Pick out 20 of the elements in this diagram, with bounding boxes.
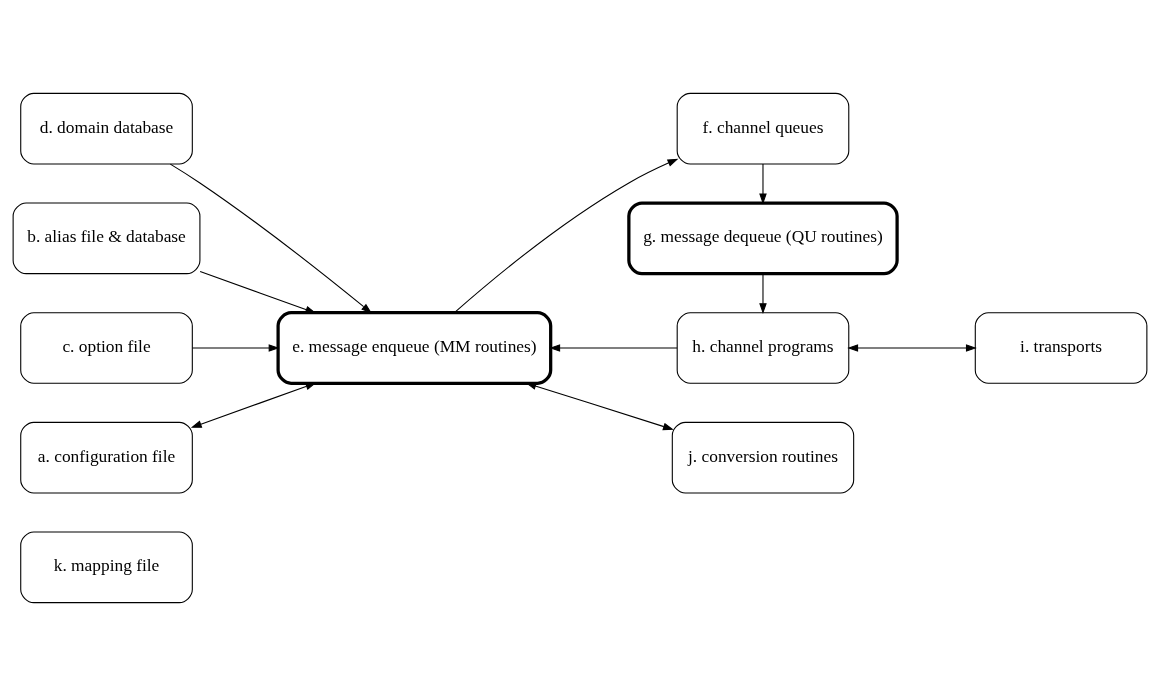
arrow (191, 343, 280, 352)
arrow (847, 343, 977, 352)
arrow (549, 343, 678, 352)
node-box: b. alias file & database (12, 202, 201, 274)
node-box: j. conversion routines (671, 421, 855, 493)
node-box: a. configuration file (20, 421, 193, 493)
arrow (169, 163, 373, 314)
arrow (190, 382, 317, 428)
node-box: i. transports (974, 311, 1148, 384)
node-box: c. option file (20, 311, 193, 384)
node-box: g. message dequeue (QU routines) (627, 200, 899, 275)
node-box: d. domain database (20, 92, 193, 164)
node-box: e. message enqueue (MM routines) (276, 310, 553, 385)
arrow (759, 162, 767, 204)
node-box: k. mapping file (20, 531, 193, 603)
arrow (453, 158, 679, 313)
arrow (199, 270, 317, 313)
arrow (759, 272, 767, 314)
node-box: f. channel queues (676, 92, 850, 164)
node-box: h. channel programs (676, 311, 850, 384)
